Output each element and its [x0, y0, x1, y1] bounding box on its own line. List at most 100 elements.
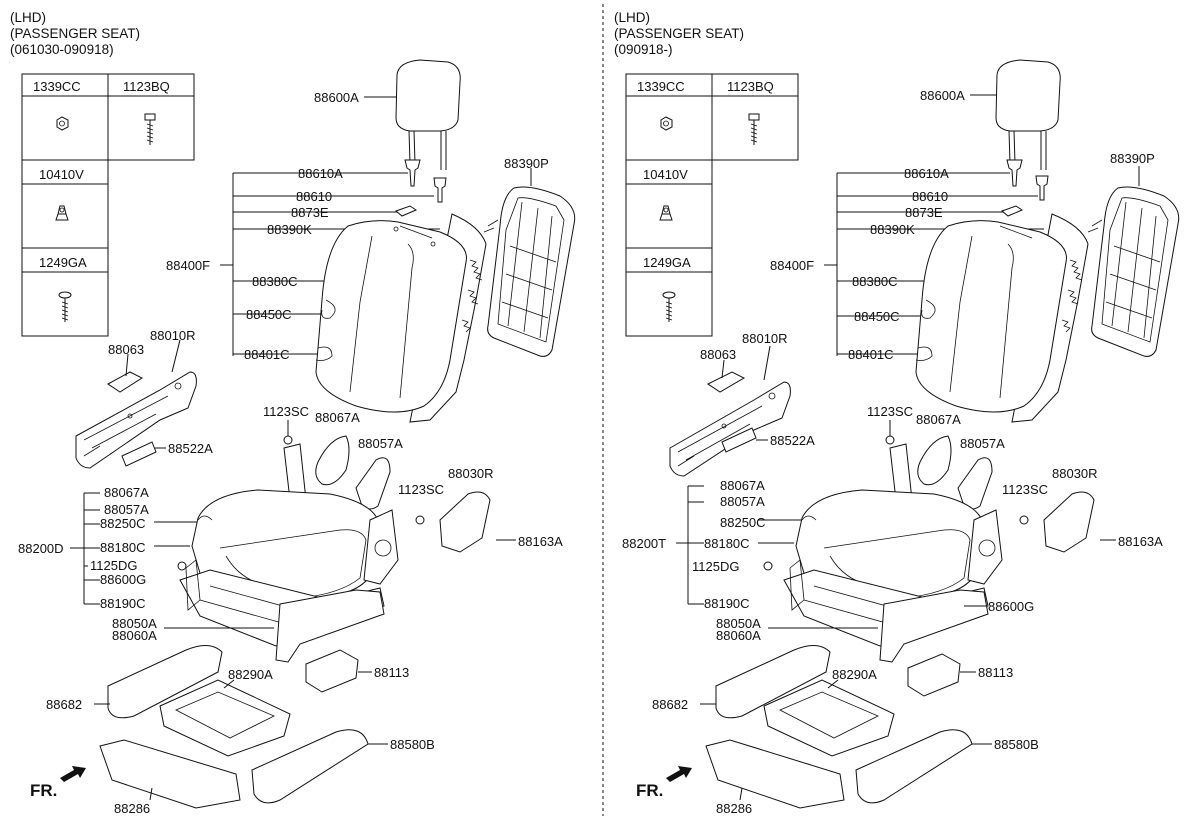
- part-label: 88600A: [920, 88, 965, 103]
- part-label: 88682: [46, 697, 82, 712]
- part-label: 88450C: [854, 309, 900, 324]
- part-label: 1123SC: [1002, 482, 1048, 497]
- part-label: 88057A: [358, 436, 403, 451]
- part-label: 88163A: [518, 534, 563, 549]
- clip-icon: [55, 205, 69, 221]
- screw-part: [283, 435, 293, 445]
- cover-part: [957, 457, 993, 510]
- part-label: 88290A: [228, 667, 273, 682]
- shield: [75, 371, 197, 469]
- part-label: 88010R: [742, 331, 788, 346]
- headrest-guide: [404, 159, 421, 187]
- header-line-2: (PASSENGER SEAT): [10, 26, 140, 41]
- part-label: 88390K: [267, 222, 312, 237]
- part-label: 88057A: [720, 494, 765, 509]
- hardware-label: 10410V: [643, 167, 688, 182]
- part-label: 88580B: [390, 737, 435, 752]
- cover-part: [315, 435, 350, 486]
- back-board: [1087, 186, 1180, 357]
- part-label: 88682: [652, 697, 688, 712]
- part-label: 88250C: [720, 515, 766, 530]
- seat-back: [315, 213, 487, 423]
- front-trim: [99, 739, 241, 809]
- screw-part: [1019, 515, 1029, 525]
- header-line-1: (LHD): [614, 10, 650, 25]
- front-trim: [705, 739, 845, 809]
- part-label: 1123SC: [263, 404, 309, 419]
- part-label: 1123SC: [867, 404, 913, 419]
- hardware-label: 10410V: [39, 167, 84, 182]
- headrest-guide: [433, 177, 447, 203]
- part-label: 88390P: [1110, 151, 1155, 166]
- group-label: 88400F: [166, 258, 210, 273]
- nut-icon: [660, 116, 673, 131]
- part-label: 88060A: [716, 628, 761, 643]
- front-arrow-icon: [60, 766, 86, 782]
- screw-icon: [58, 291, 72, 322]
- part-label: 88050A: [112, 616, 157, 631]
- part-label: 88286: [716, 801, 752, 816]
- screw-part: [763, 561, 773, 571]
- side-trim: [107, 645, 223, 719]
- cover-part: [355, 457, 391, 510]
- part-label: 88380C: [852, 274, 898, 289]
- headrest: [395, 59, 461, 170]
- shield: [669, 371, 791, 477]
- part-label: 88067A: [315, 410, 360, 425]
- panel-left: (LHD) (PASSENGER SEAT) (061030-090918) 1…: [10, 10, 576, 816]
- header-line-1: (LHD): [10, 10, 46, 25]
- part-label: 88250C: [100, 516, 146, 531]
- seat-cushion: [783, 443, 1003, 663]
- part-label: 88063: [108, 342, 144, 357]
- part-label: 88610A: [904, 166, 949, 181]
- side-cover: [1043, 491, 1095, 553]
- group-label: 88200D: [18, 541, 64, 556]
- cover-part: [917, 435, 952, 486]
- part-label: 88380C: [252, 274, 298, 289]
- hardware-label: 1339CC: [637, 79, 685, 94]
- part-label: 88286: [114, 801, 150, 816]
- storage-box: [907, 653, 961, 697]
- part-label: 88522A: [770, 433, 815, 448]
- front-direction-label: FR.: [30, 781, 57, 800]
- part-label: 88450C: [246, 307, 292, 322]
- rear-trim: [855, 729, 973, 804]
- part-label: 88060A: [112, 628, 157, 643]
- front-arrow-icon: [666, 766, 692, 782]
- bolt-icon: [748, 113, 760, 145]
- side-cover: [439, 491, 491, 553]
- part-label: 88580B: [994, 737, 1039, 752]
- part-label: 88401C: [244, 347, 290, 362]
- hardware-table: 1339CC 1123BQ 10410V 1249GA: [625, 73, 799, 337]
- front-direction-label: FR.: [636, 781, 663, 800]
- part-label: 88190C: [100, 596, 146, 611]
- part-label: 88600A: [314, 90, 359, 105]
- part-label: 88610: [296, 189, 332, 204]
- part-label: 88390K: [870, 222, 915, 237]
- part-label: 88610A: [298, 166, 343, 181]
- group-label: 88400F: [770, 258, 814, 273]
- part-label: 88522A: [168, 441, 213, 456]
- screw-part: [177, 561, 187, 571]
- cushion-bracket: [70, 492, 200, 605]
- part-label: 88180C: [704, 536, 750, 551]
- back-board: [483, 186, 576, 357]
- part-label: 1123SC: [398, 482, 444, 497]
- rear-trim: [251, 729, 369, 804]
- part-label: 88010R: [150, 328, 196, 343]
- header-line-3: (061030-090918): [10, 42, 114, 57]
- storage-box: [305, 649, 359, 693]
- group-label: 88200T: [622, 536, 666, 551]
- nut-icon: [56, 116, 69, 131]
- part-label: 1125DG: [90, 558, 137, 573]
- part-label: 88067A: [916, 412, 961, 427]
- hardware-table: 1339CC 1123BQ 10410V 1249GA: [21, 73, 195, 337]
- part-label: 88030R: [448, 466, 494, 481]
- bolt-icon: [144, 113, 156, 145]
- part-label: 8873E: [291, 205, 329, 220]
- part-label: 88063: [700, 347, 736, 362]
- seat-cushion: [179, 443, 399, 663]
- screw-part: [415, 515, 425, 525]
